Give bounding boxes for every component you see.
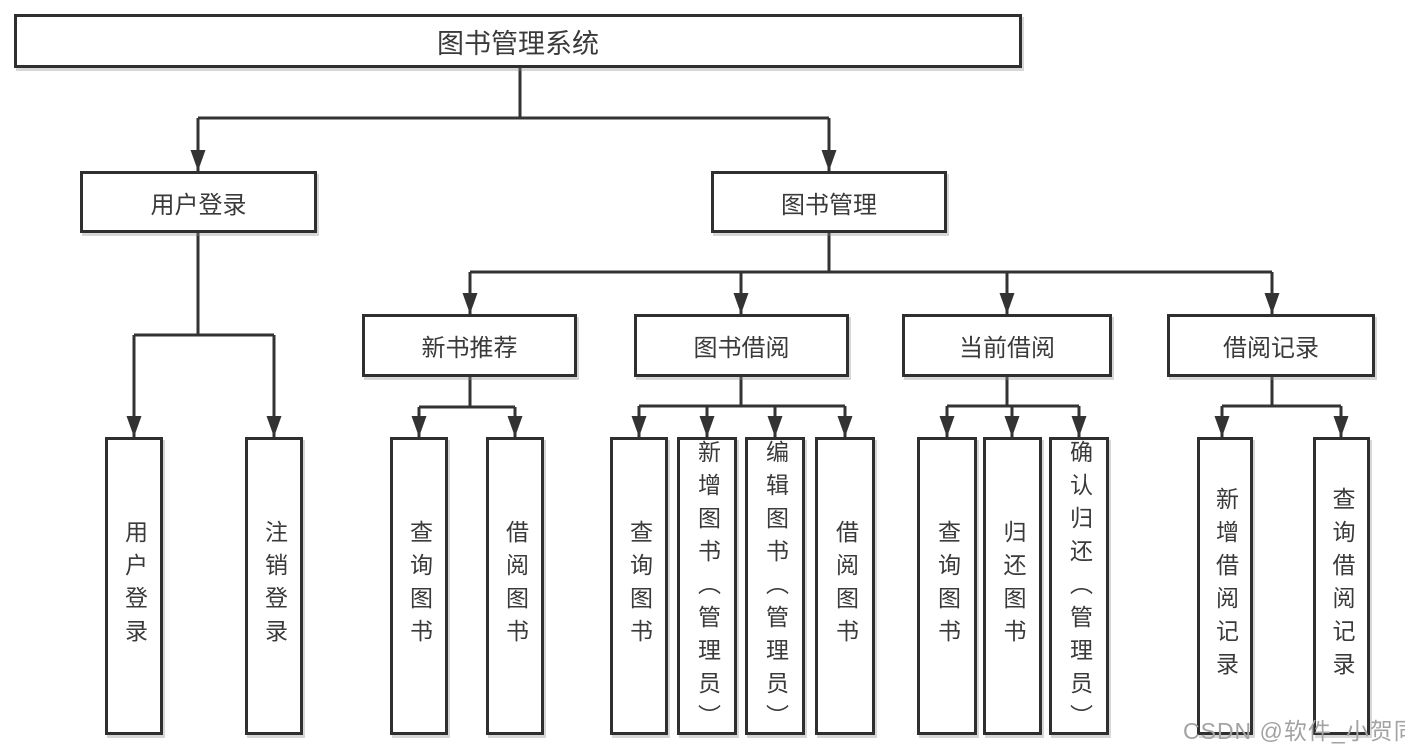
node-label: 新增借阅记录	[1212, 487, 1239, 685]
node-label: 注销登录	[261, 520, 288, 652]
node-borrowing-records: 借阅记录	[1167, 314, 1375, 377]
leaf-query-books-1: 查询图书	[390, 437, 448, 735]
node-label: 查询借阅记录	[1329, 487, 1355, 685]
leaf-confirm-return-admin: 确认归还（管理员）	[1049, 437, 1109, 737]
node-book-borrowing: 图书借阅	[634, 314, 849, 377]
node-label: 查询图书	[406, 520, 433, 652]
node-book-management: 图书管理	[711, 171, 947, 233]
leaf-query-books-3: 查询图书	[917, 437, 977, 735]
leaf-return-books: 归还图书	[983, 437, 1042, 735]
leaf-query-borrow-record: 查询借阅记录	[1313, 437, 1370, 735]
node-library-management-system: 图书管理系统	[14, 14, 1022, 68]
node-label: 新书推荐	[421, 335, 518, 362]
node-label: 借阅图书	[832, 520, 859, 652]
node-label: 查询图书	[934, 520, 961, 652]
node-label: 新增图书（管理员）	[694, 440, 721, 737]
node-label: 图书管理系统	[437, 28, 599, 59]
node-label: 查询图书	[626, 520, 653, 652]
leaf-borrow-books-2: 借阅图书	[815, 437, 875, 735]
leaf-edit-books-admin: 编辑图书（管理员）	[745, 437, 805, 737]
node-label: 用户登录	[150, 191, 247, 219]
leaf-add-books-admin: 新增图书（管理员）	[677, 437, 737, 737]
leaf-add-borrow-record: 新增借阅记录	[1197, 437, 1253, 735]
node-label: 借阅记录	[1223, 335, 1319, 362]
node-label: 用户登录	[121, 520, 148, 652]
leaf-logout: 注销登录	[245, 437, 303, 735]
node-label: 图书管理	[781, 191, 877, 219]
leaf-query-books-2: 查询图书	[610, 437, 668, 735]
node-label: 图书借阅	[693, 335, 790, 362]
node-user-login: 用户登录	[80, 171, 317, 233]
leaf-user-login: 用户登录	[105, 437, 163, 735]
csdn-watermark: CSDN @软件_小贺同学	[1183, 718, 1405, 744]
node-label: 归还图书	[1000, 520, 1026, 652]
node-new-book-recommendation: 新书推荐	[362, 314, 577, 377]
node-label: 确认归还（管理员）	[1066, 440, 1093, 737]
node-current-borrowing: 当前借阅	[902, 314, 1112, 377]
node-label: 当前借阅	[959, 335, 1055, 362]
node-label: 编辑图书（管理员）	[762, 440, 789, 737]
leaf-borrow-books-1: 借阅图书	[486, 437, 544, 735]
node-label: 借阅图书	[502, 520, 529, 652]
